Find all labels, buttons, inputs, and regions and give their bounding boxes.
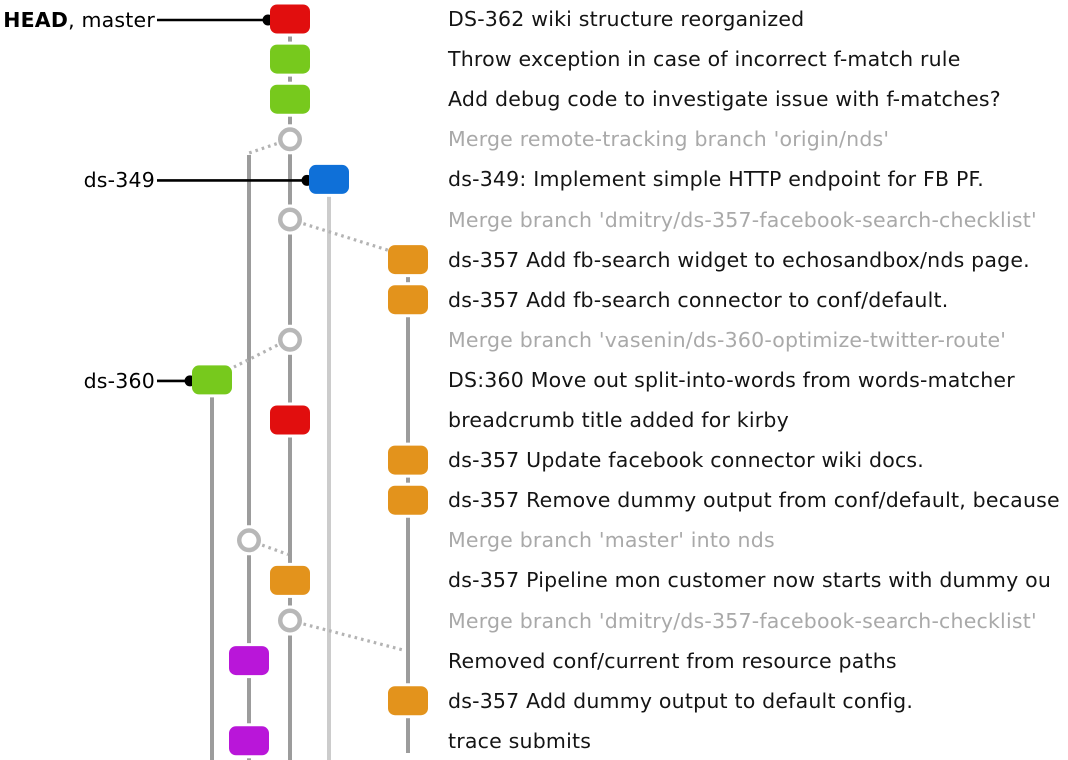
merge-commit-message[interactable]: Merge branch 'vasenin/ds-360-optimize-tw… — [448, 327, 1007, 352]
merge-node[interactable] — [237, 528, 261, 553]
commit-message[interactable]: trace submits — [448, 728, 592, 753]
branch-label-head: HEAD — [3, 8, 69, 32]
merge-commit-message[interactable]: Merge remote-tracking branch 'origin/nds… — [448, 127, 890, 152]
merge-commit-message[interactable]: Merge branch 'dmitry/ds-357-facebook-sea… — [448, 207, 1037, 232]
merge-commit-message[interactable]: Merge branch 'dmitry/ds-357-facebook-sea… — [448, 608, 1037, 633]
merge-link — [303, 622, 406, 653]
commit-node[interactable] — [229, 646, 269, 676]
commit-message[interactable]: breadcrumb title added for kirby — [448, 408, 789, 432]
commit-node[interactable] — [270, 565, 310, 595]
merge-node[interactable] — [278, 207, 302, 232]
commit-node[interactable] — [388, 285, 428, 315]
commit-node[interactable] — [309, 164, 349, 194]
commit-node[interactable] — [270, 84, 310, 114]
commit-node[interactable] — [270, 405, 310, 435]
commit-message[interactable]: Throw exception in case of incorrect f-m… — [448, 47, 961, 72]
commit-message[interactable]: ds-357 Remove dummy output from conf/def… — [448, 488, 1060, 513]
commit-node[interactable] — [270, 44, 310, 74]
merge-link — [261, 543, 289, 557]
merge-link — [233, 343, 279, 369]
commit-message[interactable]: ds-349: Implement simple HTTP endpoint f… — [448, 167, 984, 192]
commit-message[interactable]: ds-357 Add dummy output to default confi… — [448, 688, 914, 713]
commit-message[interactable]: ds-357 Add fb-search widget to echosandb… — [448, 247, 1030, 272]
commit-message[interactable]: ds-357 Update facebook connector wiki do… — [448, 448, 925, 473]
merge-commit-message[interactable]: Merge branch 'master' into nds — [448, 528, 775, 553]
commit-node[interactable] — [388, 245, 428, 275]
commit-node[interactable] — [270, 4, 310, 34]
commit-node[interactable] — [388, 686, 428, 716]
branch-label[interactable]: HEAD, master — [3, 8, 155, 32]
commit-node[interactable] — [388, 485, 428, 515]
branch-label[interactable]: ds-349 — [83, 168, 155, 193]
merge-node[interactable] — [278, 127, 302, 152]
commit-message[interactable]: DS-362 wiki structure reorganized — [448, 7, 805, 31]
commit-node[interactable] — [229, 726, 269, 756]
commit-message[interactable]: DS:360 Move out split-into-words from wo… — [448, 367, 1015, 392]
commit-message[interactable]: ds-357 Add fb-search connector to conf/d… — [448, 287, 949, 312]
merge-link — [302, 222, 390, 253]
commit-node[interactable] — [388, 445, 428, 475]
merge-node[interactable] — [278, 608, 302, 633]
commit-message[interactable]: Add debug code to investigate issue with… — [448, 87, 1001, 112]
merge-node[interactable] — [278, 327, 302, 352]
merge-link — [245, 142, 278, 156]
commit-node[interactable] — [192, 365, 232, 395]
commit-message[interactable]: ds-357 Pipeline mon customer now starts … — [448, 568, 1052, 593]
branch-label[interactable]: ds-360 — [83, 368, 155, 393]
commit-message[interactable]: Removed conf/current from resource paths — [448, 648, 897, 673]
